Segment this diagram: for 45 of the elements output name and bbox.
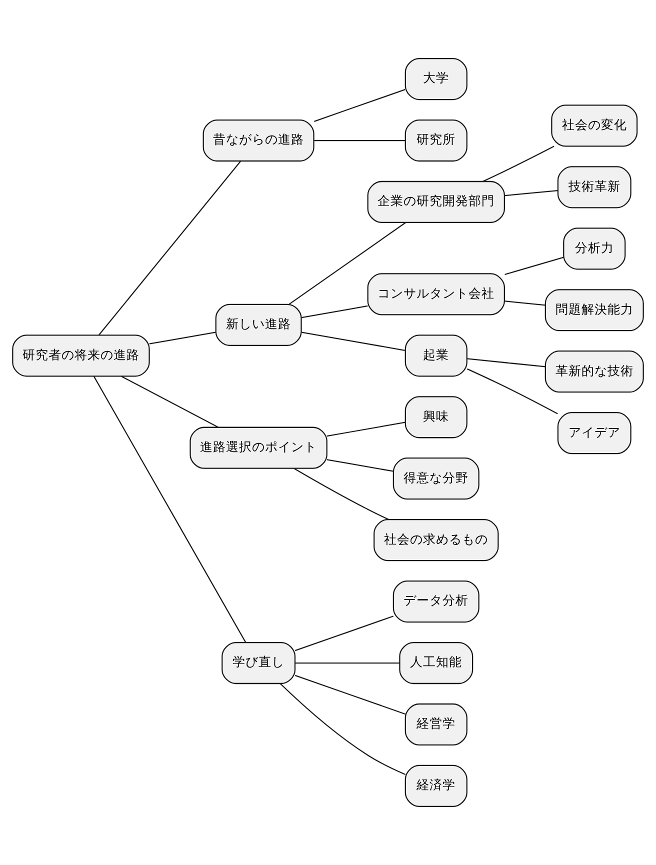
node-box: 技術革新 [557, 166, 632, 208]
connector [326, 459, 394, 472]
connector [314, 89, 406, 122]
node-box: 昔ながらの進路 [202, 119, 314, 162]
connector [302, 305, 368, 318]
node-box: 進路選択のポイント [190, 426, 328, 469]
connector [302, 332, 405, 351]
connector [504, 256, 564, 276]
node-box: 興味 [404, 396, 468, 438]
node-box: 研究所 [404, 119, 468, 162]
connector [98, 160, 242, 336]
node-box: 革新的な技術 [544, 350, 644, 393]
node-box: 起業 [404, 334, 468, 377]
node-box: 新しい進路 [215, 304, 302, 346]
node-box: 社会の変化 [551, 104, 638, 147]
connector [326, 422, 406, 437]
node-box: 研究者の将来の進路 [12, 334, 150, 377]
node-box: 学び直し [222, 642, 296, 684]
connector [288, 222, 406, 305]
connector [466, 358, 546, 368]
connector [121, 376, 218, 428]
node-box: 経済学 [404, 764, 468, 808]
connector [504, 190, 558, 196]
connector [294, 674, 406, 715]
connector [295, 662, 400, 664]
connector [466, 368, 558, 414]
connector [93, 376, 246, 643]
node-box: 大学 [404, 58, 468, 100]
node-box: 企業の研究開発部門 [367, 180, 506, 224]
node-box: 問題解決能力 [544, 289, 644, 332]
connector [504, 300, 546, 306]
node-box: 分析力 [563, 228, 626, 270]
connector [482, 146, 554, 182]
node-box: 得意な分野 [392, 458, 480, 500]
connector [294, 616, 394, 652]
node-box: コンサルタント会社 [367, 273, 506, 316]
connector [314, 140, 406, 142]
connector [294, 468, 389, 520]
node-box: データ分析 [392, 580, 480, 623]
node-box: 社会の求めるもの [374, 519, 499, 562]
node-box: 人工知能 [399, 642, 474, 684]
connector [280, 683, 406, 775]
node-box: アイデア [557, 412, 632, 454]
connector [149, 332, 216, 344]
node-box: 経営学 [404, 703, 468, 746]
